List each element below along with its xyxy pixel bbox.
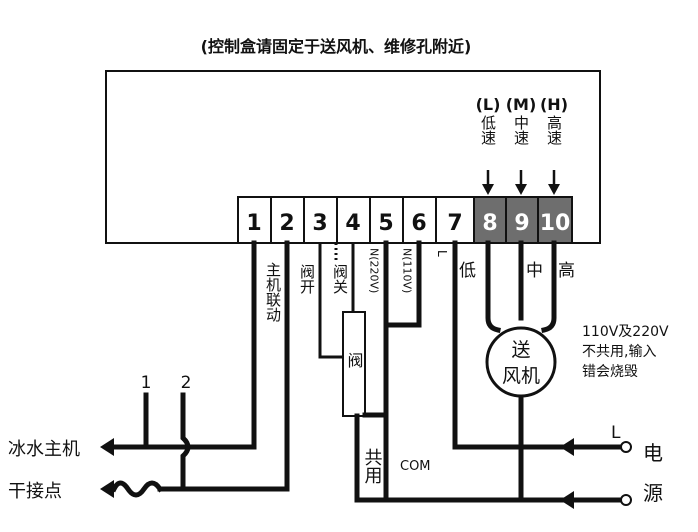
link-label: 主机联动 xyxy=(264,262,282,323)
speed-labels: (L) (M) (H) 低速 中速 高速 xyxy=(476,95,568,195)
fan-label-top: 送 xyxy=(511,339,530,361)
n110-label: N(110V) xyxy=(401,248,414,293)
speed-name-low: 低速 xyxy=(479,115,497,146)
terminal-4: 4 xyxy=(345,211,360,236)
dry-contact-label: 干接点 xyxy=(8,481,62,502)
l-wire-label: L xyxy=(435,250,449,257)
high-wire-label: 高 xyxy=(558,261,575,281)
arrow-left-icon xyxy=(100,438,114,456)
arrow-left-icon xyxy=(100,480,114,498)
arrow-down-icon xyxy=(515,184,527,195)
contact-label-1: 1 xyxy=(141,373,152,393)
speed-name-mid: 中速 xyxy=(512,115,530,146)
terminal-9: 9 xyxy=(514,211,529,236)
power-label-1: 电 xyxy=(643,441,663,465)
speed-name-high: 高速 xyxy=(545,115,563,146)
power-l-label: L xyxy=(611,423,621,443)
speed-code-high: (H) xyxy=(540,95,568,114)
valve-close-label: 阀关 xyxy=(331,264,349,294)
valve-open-label: 阀开 xyxy=(298,264,316,294)
chiller-wires xyxy=(100,240,290,498)
terminal-5: 5 xyxy=(378,211,393,236)
arrow-down-icon xyxy=(482,184,494,195)
terminal-6: 6 xyxy=(411,211,426,236)
arrow-left-icon xyxy=(560,438,574,456)
common-label: 共用 xyxy=(362,448,383,484)
contact-label-2: 2 xyxy=(181,373,192,393)
power-terminal-l xyxy=(620,441,632,453)
mid-wire-label: 中 xyxy=(526,261,543,281)
terminal-2: 2 xyxy=(279,211,294,236)
warning-line-3: 错会烧毁 xyxy=(582,364,638,380)
terminal-7: 7 xyxy=(447,211,462,236)
terminal-3: 3 xyxy=(312,211,327,236)
valve-label: 阀 xyxy=(345,352,364,369)
arrow-left-icon xyxy=(560,491,574,509)
terminal-1: 1 xyxy=(246,211,261,236)
valve-box xyxy=(342,311,366,417)
speed-code-low: (L) xyxy=(476,95,501,114)
fan-speed-wires xyxy=(485,240,557,333)
fan-label-bottom: 风机 xyxy=(502,365,540,387)
speed-code-mid: (M) xyxy=(506,95,537,114)
arrow-down-icon xyxy=(548,184,560,195)
low-wire-label: 低 xyxy=(459,261,476,281)
terminal-strip: 1 2 3 4 5 6 7 8 9 10 xyxy=(237,196,573,244)
com-label: COM xyxy=(400,459,431,474)
power-label-2: 源 xyxy=(643,481,663,505)
terminal-8: 8 xyxy=(482,211,497,236)
warning-line-2: 不共用,输入 xyxy=(582,344,656,360)
n220-label: N(220V) xyxy=(368,248,381,293)
power-terminal-n xyxy=(620,494,632,506)
valve-wires: 阀 xyxy=(318,240,422,503)
fan-motor xyxy=(485,326,557,398)
terminal-10: 10 xyxy=(540,211,571,236)
install-note: (控制盒请固定于送风机、维修孔附近) xyxy=(201,37,472,56)
chiller-label: 冰水主机 xyxy=(8,439,80,460)
warning-line-1: 110V及220V xyxy=(582,324,669,340)
